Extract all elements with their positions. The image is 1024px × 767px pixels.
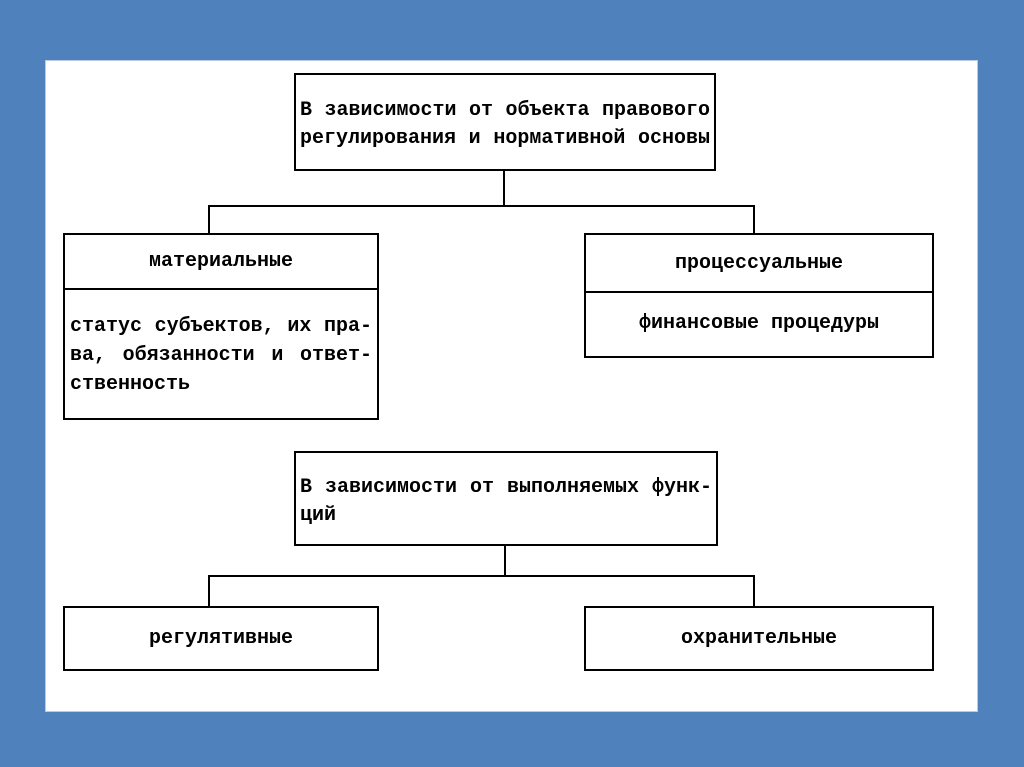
branch-material-title: материальные	[65, 235, 377, 290]
root-box2-line-2: ций	[300, 504, 337, 527]
connector-rail-diagram1	[208, 205, 755, 207]
connector-drop-right-diagram1	[753, 205, 755, 233]
connector-drop-right-diagram2	[753, 575, 755, 606]
branch-regulative-norms: регулятивные	[63, 606, 379, 671]
root-box2-line-1: В зависимости от выполняемых функ-	[300, 476, 712, 499]
slide-canvas: В зависимости от объекта правового регул…	[45, 60, 978, 712]
branch-material-body: статус субъектов, их пра- ва, обязанност…	[65, 290, 377, 399]
connector-stem-diagram1	[503, 171, 505, 207]
root-box-line-2: регулирования и нормативной основы	[300, 127, 710, 150]
root-box-line-1: В зависимости от объекта правового	[300, 99, 710, 122]
branch-material-body-line-2: ва, обязанности и ответ-	[70, 344, 372, 367]
branch-procedural-body: финансовые процедуры	[638, 312, 880, 335]
connector-stem-diagram2	[504, 546, 506, 577]
branch-procedural-norms: процессуальные финансовые процедуры	[584, 233, 934, 358]
branch-protective-norms: охранительные	[584, 606, 934, 671]
connector-drop-left-diagram2	[208, 575, 210, 606]
root-box-performed-functions: В зависимости от выполняемых функ- ций	[294, 451, 718, 546]
branch-material-body-line-1: статус субъектов, их пра-	[70, 315, 372, 338]
branch-material-norms: материальные статус субъектов, их пра- в…	[63, 233, 379, 420]
root-box-object-of-regulation: В зависимости от объекта правового регул…	[294, 73, 716, 171]
connector-drop-left-diagram1	[208, 205, 210, 233]
branch-material-body-line-3: ственность	[70, 373, 191, 396]
connector-rail-diagram2	[208, 575, 755, 577]
branch-procedural-title: процессуальные	[586, 235, 932, 293]
